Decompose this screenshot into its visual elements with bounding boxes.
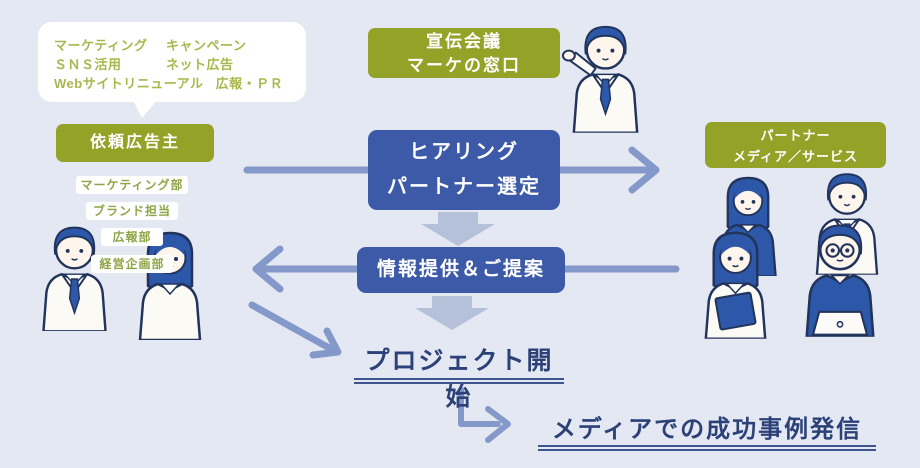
bubble-item: キャンペーン	[166, 38, 247, 53]
hearing-box: ヒアリング パートナー選定	[368, 130, 560, 210]
agency-line1: 宣伝会議	[426, 32, 502, 51]
partner-box: パートナー メディア／サービス	[705, 122, 886, 168]
down-chevron-icon	[415, 296, 489, 330]
arrow-diagonal-to-project	[248, 301, 342, 359]
agency-box: 宣伝会議 マーケの窓口	[368, 28, 560, 78]
arrow-elbow-to-success	[458, 387, 511, 443]
success-case-underline	[538, 445, 876, 451]
bubble-item: ＳＮＳ活用	[54, 57, 122, 72]
bubble-item: マーケティング	[54, 38, 148, 53]
speech-bubble-tail	[133, 100, 157, 118]
hearing-line1: ヒアリング	[409, 141, 519, 163]
department-label: マーケティング部	[76, 176, 188, 194]
department-label: ブランド担当	[86, 202, 178, 220]
partner-line2: メディア／サービス	[732, 149, 859, 164]
down-chevron-icon	[421, 212, 495, 246]
advertiser-box: 依頼広告主	[56, 124, 214, 162]
bubble-item: ネット広告	[166, 57, 234, 72]
project-start-underline	[354, 378, 564, 384]
department-label: 広報部	[101, 228, 163, 246]
partner-line1: パートナー	[760, 128, 831, 143]
agency-line2: マーケの窓口	[407, 56, 521, 75]
agency-presenter-illustration	[561, 14, 655, 133]
bubble-item: 広報・ＰＲ	[215, 76, 284, 91]
speech-bubble: マーケティング キャンペーン ＳＮＳ活用 ネット広告 Webサイトリニューアル …	[38, 22, 306, 118]
partner-woman-binder-illustration	[686, 220, 785, 339]
bubble-item: Webサイトリニューアル	[54, 76, 204, 91]
partner-man-laptop-illustration	[788, 212, 892, 337]
success-case-label: メディアでの成功事例発信	[551, 416, 863, 443]
department-label: 経営企画部	[91, 255, 173, 273]
proposal-box: 情報提供＆ご提案	[357, 247, 565, 293]
hearing-line2: パートナー選定	[387, 176, 541, 198]
project-start-label: プロジェクト開始	[364, 347, 554, 411]
